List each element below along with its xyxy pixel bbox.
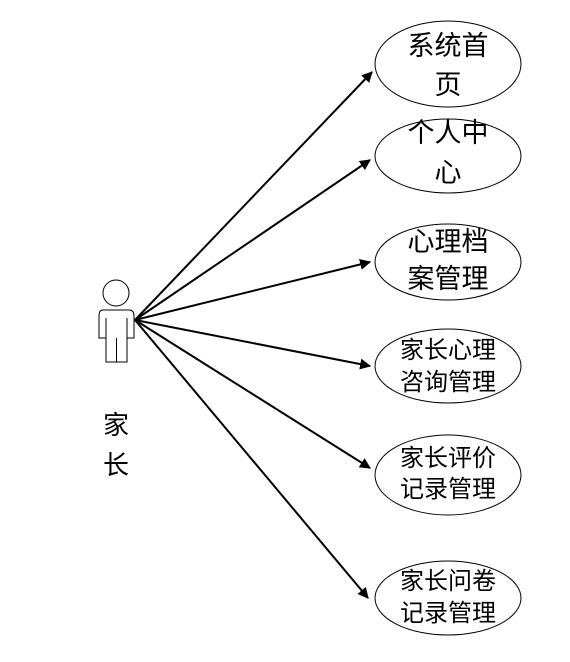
association-arrow-1: [134, 71, 373, 321]
use-case-1-ellipse: [374, 20, 522, 108]
use-case-6-ellipse: [374, 560, 522, 636]
use-case-6-line2: 记录管理: [400, 599, 496, 627]
use-case-4-ellipse: [374, 328, 522, 404]
association-arrow-6: [134, 319, 369, 599]
use-case-4-line2: 咨询管理: [400, 368, 496, 396]
use-case-1-line2: 页: [435, 70, 462, 101]
use-case-5-line2: 记录管理: [400, 475, 496, 503]
associations: [134, 71, 373, 599]
actor-label-line2: 长: [103, 451, 129, 481]
actor-label-line1: 家: [103, 411, 129, 441]
actor-head: [102, 279, 130, 307]
use-case-4-line1: 家长心理: [400, 336, 496, 364]
association-arrow-2: [134, 159, 371, 321]
use-case-2-line2: 心: [435, 158, 462, 189]
use-case-5-line1: 家长评价: [400, 444, 496, 472]
use-case-1[interactable]: 系统首 页: [374, 20, 522, 108]
use-case-3[interactable]: 心理档 案管理: [374, 223, 522, 301]
use-case-3-line1: 心理档: [408, 227, 489, 258]
use-case-2-ellipse: [374, 118, 522, 194]
use-case-3-ellipse: [374, 223, 522, 301]
association-arrow-4: [134, 319, 372, 370]
use-case-2-line1: 个人中: [408, 118, 489, 149]
use-case-5-ellipse: [374, 434, 522, 516]
use-case-5[interactable]: 家长评价 记录管理: [374, 434, 522, 516]
actor-body: [98, 309, 135, 363]
use-case-6-line1: 家长问卷: [400, 567, 496, 595]
actor-figure-icon: [98, 279, 135, 363]
use-case-6[interactable]: 家长问卷 记录管理: [374, 560, 522, 636]
association-arrow-3: [134, 259, 372, 321]
use-case-2[interactable]: 个人中 心: [374, 118, 522, 194]
use-case-3-line2: 案管理: [408, 264, 489, 295]
use-case-1-line1: 系统首: [408, 31, 489, 62]
association-arrow-5: [134, 319, 371, 469]
use-case-4[interactable]: 家长心理 咨询管理: [374, 328, 522, 404]
